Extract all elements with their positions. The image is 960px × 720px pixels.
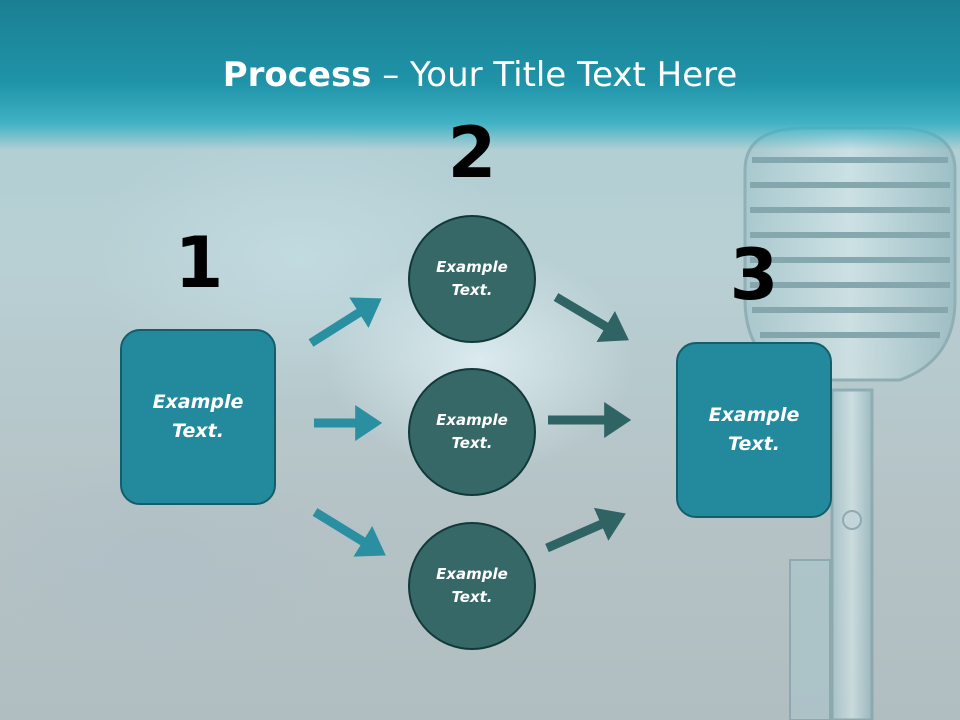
middle-node-3: Example Text. [408, 522, 536, 650]
middle-node-1-text: Example Text. [436, 258, 508, 299]
middle-node-3-text: Example Text. [436, 565, 508, 606]
step-1-text: Example Text. [152, 391, 244, 442]
step-number-1: 1 [174, 222, 224, 304]
step-number-3: 3 [729, 234, 779, 316]
arrow-1-to-node-3 [312, 508, 386, 557]
title-rest: – Your Title Text Here [371, 55, 738, 95]
step-1-box: Example Text. [120, 329, 276, 505]
arrow-1-to-node-1 [308, 297, 382, 347]
title-bold-word: Process [222, 55, 372, 95]
middle-node-2-text: Example Text. [436, 411, 508, 452]
slide-title: Process – Your Title Text Here [0, 52, 960, 98]
title-band [0, 0, 960, 150]
step-3-text: Example Text. [708, 404, 800, 455]
middle-node-2: Example Text. [408, 368, 536, 496]
step-number-2: 2 [447, 112, 497, 194]
step-3-box: Example Text. [676, 342, 832, 518]
arrow-node-3-to-3 [545, 507, 626, 553]
arrow-node-1-to-3 [553, 293, 629, 342]
middle-node-1: Example Text. [408, 215, 536, 343]
